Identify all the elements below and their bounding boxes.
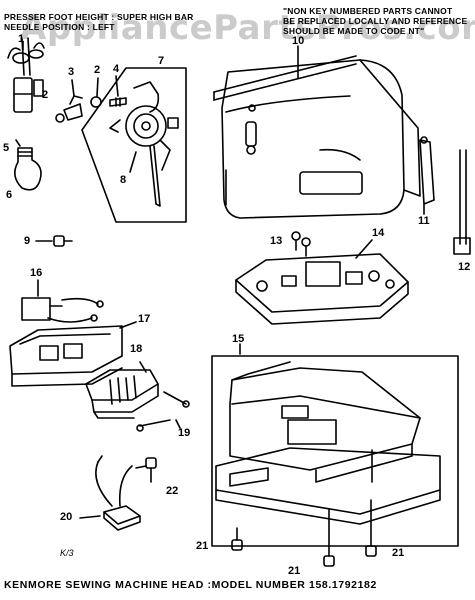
switch-16 — [21, 279, 104, 323]
callout-9: 9 — [24, 235, 31, 247]
pedal-box — [211, 343, 459, 547]
diagram-footer-title: KENMORE SEWING MACHINE HEAD :MODEL NUMBE… — [4, 579, 377, 591]
watermark: AppliancePartsPros.com — [20, 8, 475, 48]
callout-18: 18 — [130, 343, 143, 355]
callout-19: 19 — [178, 427, 191, 439]
callout-20: 20 — [60, 511, 73, 523]
callout-5: 5 — [3, 142, 10, 154]
wire-11 — [419, 136, 435, 215]
callout-8: 8 — [120, 174, 127, 186]
inset-box — [81, 67, 187, 223]
callout-16: 16 — [30, 267, 43, 279]
callout-4: 4 — [113, 63, 120, 75]
callout-13: 13 — [270, 235, 283, 247]
callout-6: 6 — [6, 189, 13, 201]
callout-14: 14 — [372, 227, 385, 239]
screw-22 — [145, 457, 157, 483]
screws-13 — [291, 231, 311, 257]
callout-12: 12 — [458, 261, 471, 273]
callout-15: 15 — [232, 333, 245, 345]
callout-21c: 21 — [392, 547, 405, 559]
note-presser-foot: PRESSER FOOT HEIGHT : SUPER HIGH BAR — [4, 12, 194, 22]
machine-head-body — [213, 55, 421, 219]
note-non-key-3: SHOULD BE MADE TO CODE NT" — [283, 26, 425, 36]
callout-2: 2 — [94, 64, 101, 76]
screw-9 — [35, 235, 73, 247]
callout-21b: 21 — [288, 565, 301, 577]
callout-2b: 2 — [42, 89, 49, 101]
screws-21 — [231, 499, 377, 567]
corner-mark: K/3 — [60, 548, 74, 558]
callout-22: 22 — [166, 485, 179, 497]
housing-17 — [9, 321, 137, 387]
callout-11: 11 — [418, 215, 430, 227]
callout-21a: 21 — [196, 540, 209, 552]
note-needle-position: NEEDLE POSITION : LEFT — [4, 22, 115, 32]
foot-pedal — [215, 361, 441, 525]
circuit-board — [235, 239, 409, 325]
callout-7: 7 — [158, 55, 165, 67]
tension-assembly — [109, 81, 179, 207]
note-non-key-2: BE REPLACED LOCALLY AND REFERENCE — [283, 16, 468, 26]
callout-17: 17 — [138, 313, 151, 325]
callout-3: 3 — [68, 66, 75, 78]
light-bulb — [14, 147, 42, 191]
switch-20 — [79, 455, 147, 531]
note-non-key-1: "NON KEY NUMBERED PARTS CANNOT — [283, 6, 453, 16]
lamp-socket — [7, 37, 45, 113]
terminal-block-18 — [85, 361, 159, 419]
screws-19 — [136, 391, 190, 432]
callout-1: 1 — [18, 33, 25, 45]
wire-12 — [453, 149, 471, 255]
callout-10: 10 — [292, 35, 305, 47]
